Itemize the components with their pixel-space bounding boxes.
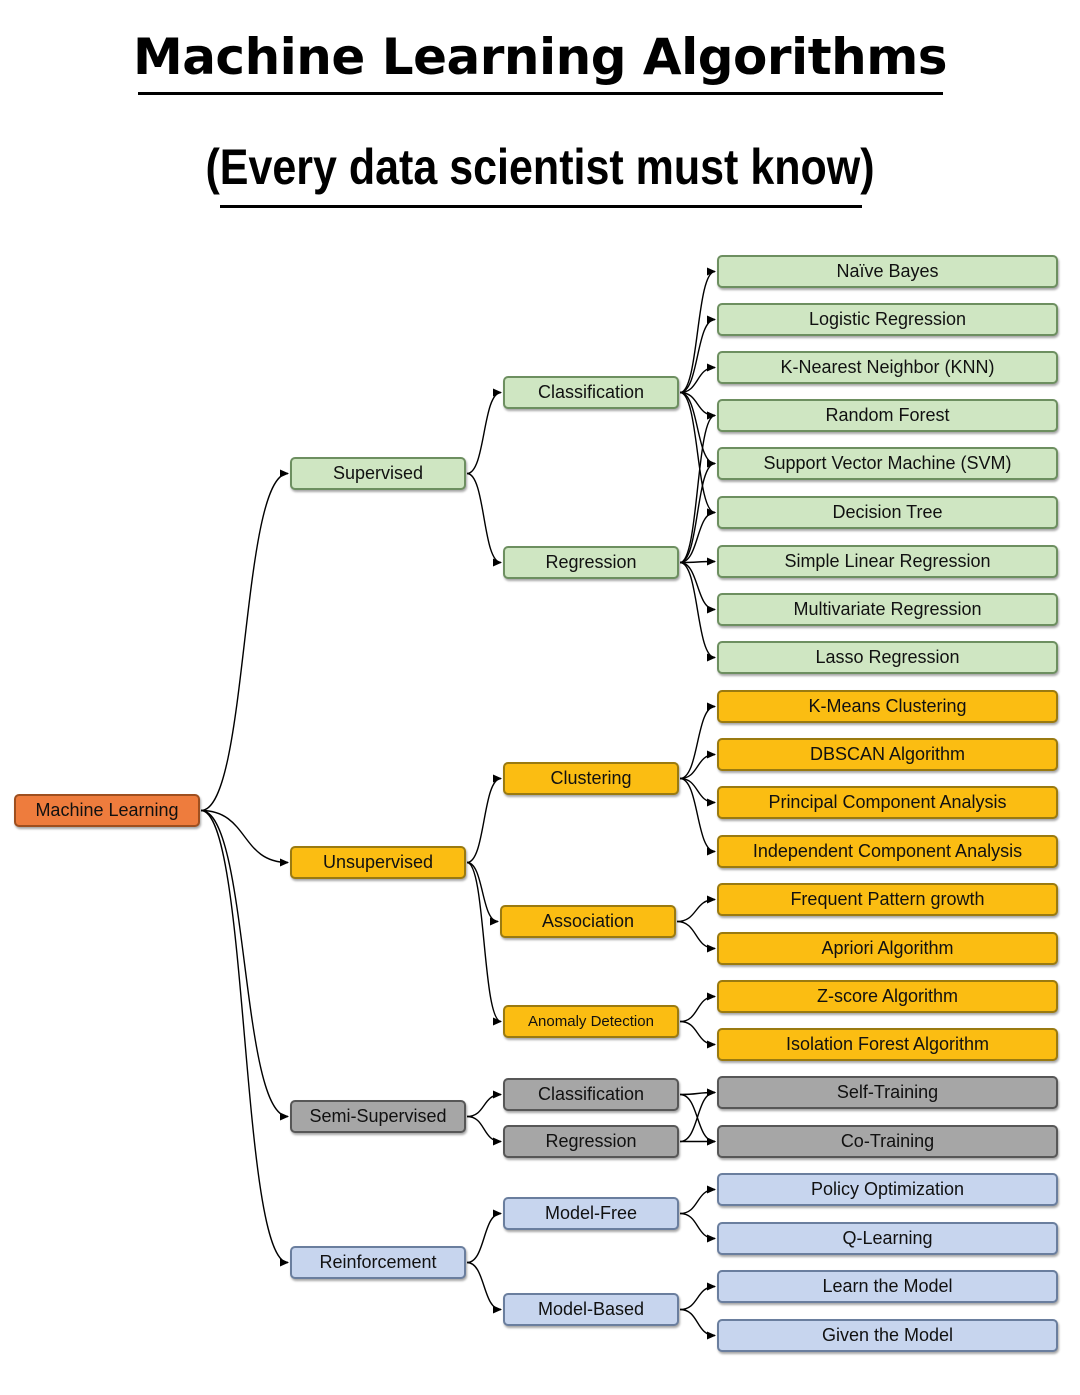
connector-arrow	[679, 1185, 716, 1215]
subcategory-model-free: Model-Free	[503, 1197, 679, 1230]
connector-arrow	[679, 1308, 716, 1340]
subcategory-anomaly-detection: Anomaly Detection	[503, 1005, 679, 1038]
connector-arrow	[466, 1209, 502, 1264]
connector-arrow	[200, 809, 289, 1267]
connector-arrow	[200, 809, 289, 1121]
algorithm-self-training: Self-Training	[717, 1076, 1058, 1109]
connector-arrow	[679, 561, 716, 662]
category-semi-supervised: Semi-Supervised	[290, 1100, 466, 1133]
subcategory-association: Association	[500, 905, 676, 938]
algorithm-naive-bayes: Naïve Bayes	[717, 255, 1058, 288]
connector-arrow	[679, 992, 716, 1023]
connector-arrow	[679, 1088, 716, 1143]
algorithm-dbscan: DBSCAN Algorithm	[717, 738, 1058, 771]
algorithm-isolation-forest: Isolation Forest Algorithm	[717, 1028, 1058, 1061]
algorithm-fp-growth: Frequent Pattern growth	[717, 883, 1058, 916]
algorithm-pca: Principal Component Analysis	[717, 786, 1058, 819]
connector-arrow	[466, 861, 499, 926]
algorithm-policy-optimization: Policy Optimization	[717, 1173, 1058, 1206]
subcategory-semi-regression: Regression	[503, 1125, 679, 1158]
connector-arrow	[679, 702, 716, 780]
subcategory-model-based: Model-Based	[503, 1293, 679, 1326]
connector-arrow	[466, 1261, 502, 1314]
connector-arrow	[200, 469, 289, 812]
connector-arrow	[679, 508, 716, 564]
connector-arrow	[679, 411, 716, 564]
connector-arrow	[466, 861, 502, 1026]
category-reinforcement: Reinforcement	[290, 1246, 466, 1279]
algorithm-simple-linear-regression: Simple Linear Regression	[717, 545, 1058, 578]
subcategory-clustering: Clustering	[503, 762, 679, 795]
algorithm-apriori: Apriori Algorithm	[717, 932, 1058, 965]
subcategory-semi-classification: Classification	[503, 1078, 679, 1111]
connector-arrow	[679, 777, 716, 807]
connector-arrow	[679, 750, 716, 780]
connector-arrow	[679, 557, 716, 566]
connector-arrow	[676, 895, 716, 923]
category-supervised: Supervised	[290, 457, 466, 490]
algorithm-k-means: K-Means Clustering	[717, 690, 1058, 723]
connector-arrow	[676, 920, 716, 953]
algorithm-svm: Support Vector Machine (SVM)	[717, 447, 1058, 480]
algorithm-ica: Independent Component Analysis	[717, 835, 1058, 868]
connector-arrow	[466, 1090, 502, 1118]
connector-arrow	[679, 459, 716, 564]
subcategory-supervised-classification: Classification	[503, 376, 679, 409]
algorithm-learn-the-model: Learn the Model	[717, 1270, 1058, 1303]
category-unsupervised: Unsupervised	[290, 846, 466, 879]
algorithm-given-the-model: Given the Model	[717, 1319, 1058, 1352]
algorithm-z-score: Z-score Algorithm	[717, 980, 1058, 1013]
algorithm-co-training: Co-Training	[717, 1125, 1058, 1158]
algorithm-random-forest: Random Forest	[717, 399, 1058, 432]
connector-arrow	[679, 363, 716, 394]
root-node-machine-learning: Machine Learning	[14, 794, 200, 827]
title-underline	[138, 92, 943, 95]
algorithm-multivariate-regression: Multivariate Regression	[717, 593, 1058, 626]
connector-arrow	[466, 472, 502, 567]
connector-arrow	[466, 388, 502, 475]
algorithm-logistic-regression: Logistic Regression	[717, 303, 1058, 336]
page-title: Machine Learning Algorithms	[132, 28, 948, 86]
connector-arrow	[679, 1212, 716, 1243]
connector-arrow	[466, 774, 502, 864]
algorithm-q-learning: Q-Learning	[717, 1222, 1058, 1255]
connector-arrow	[679, 1020, 716, 1049]
subtitle-underline	[220, 205, 862, 208]
connector-arrow	[679, 391, 716, 517]
subcategory-supervised-regression: Regression	[503, 546, 679, 579]
algorithm-lasso-regression: Lasso Regression	[717, 641, 1058, 674]
connector-arrow	[679, 1282, 716, 1311]
connector-arrow	[679, 777, 716, 856]
connector-arrow	[679, 267, 716, 394]
algorithm-decision-tree: Decision Tree	[717, 496, 1058, 529]
algorithm-knn: K-Nearest Neighbor (KNN)	[717, 351, 1058, 384]
connector-arrow	[200, 809, 289, 867]
page-subtitle: (Every data scientist must know)	[205, 139, 875, 195]
connector-arrow	[466, 1115, 502, 1146]
connector-arrow	[679, 561, 716, 614]
connector-arrow	[679, 315, 716, 394]
